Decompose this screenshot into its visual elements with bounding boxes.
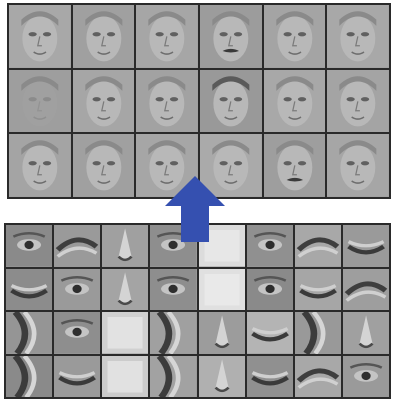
feature-tile <box>247 269 293 311</box>
feature-tile <box>343 356 389 398</box>
face-tile <box>327 134 389 197</box>
feature-brow-image <box>343 269 389 311</box>
feature-tile <box>295 225 341 267</box>
feature-edge-image <box>6 356 52 398</box>
feature-eye-image <box>6 225 52 267</box>
feature-tile <box>150 356 196 398</box>
feature-tile <box>199 312 245 354</box>
face-tile <box>73 70 135 133</box>
face-tile <box>264 70 326 133</box>
feature-tile <box>150 312 196 354</box>
feature-tile <box>54 225 100 267</box>
face-face-image <box>73 5 135 68</box>
feature-tile <box>6 225 52 267</box>
face-grid-cells <box>7 3 391 199</box>
feature-eye-image <box>54 269 100 311</box>
face-face-image <box>264 5 326 68</box>
face-tile <box>136 70 198 133</box>
feature-mouth-image <box>6 269 52 311</box>
feature-brow-image <box>295 225 341 267</box>
feature-grid-cells <box>4 223 391 399</box>
face-tile <box>9 5 71 68</box>
feature-tile <box>295 312 341 354</box>
feature-tile <box>343 269 389 311</box>
feature-tile <box>199 356 245 398</box>
face-tile <box>200 70 262 133</box>
feature-mouth-image <box>247 356 293 398</box>
feature-edge-image <box>295 312 341 354</box>
face-face-image <box>9 5 71 68</box>
feature-blank-image <box>199 269 245 311</box>
face-face-image <box>136 5 198 68</box>
feature-mouth-image <box>247 312 293 354</box>
feature-eye-image <box>343 356 389 398</box>
feature-mouth-image <box>54 356 100 398</box>
feature-tile <box>102 225 148 267</box>
face-face-image <box>9 134 71 197</box>
face-face-image <box>327 134 389 197</box>
face-tile <box>9 134 71 197</box>
feature-tile <box>247 225 293 267</box>
feature-nose-image <box>199 356 245 398</box>
feature-tile <box>54 312 100 354</box>
feature-tile <box>247 312 293 354</box>
feature-tile <box>295 269 341 311</box>
feature-edge-image <box>6 312 52 354</box>
feature-eye-image <box>54 312 100 354</box>
face-tile <box>264 5 326 68</box>
feature-eye-image <box>150 269 196 311</box>
face-tile <box>9 70 71 133</box>
feature-blank-image <box>102 312 148 354</box>
feature-tile <box>150 269 196 311</box>
face-face-image <box>264 70 326 133</box>
feature-tile <box>295 356 341 398</box>
feature-eye-image <box>247 225 293 267</box>
feature-tile <box>6 269 52 311</box>
face-face-image <box>327 5 389 68</box>
feature-tile <box>54 269 100 311</box>
face-tile <box>327 5 389 68</box>
face-face-image <box>327 70 389 133</box>
feature-tile <box>247 356 293 398</box>
face-face-image <box>73 70 135 133</box>
face-face-image <box>136 70 198 133</box>
feature-tile <box>54 356 100 398</box>
feature-mouth-image <box>295 269 341 311</box>
feature-brow-image <box>54 225 100 267</box>
feature-edge-image <box>150 356 196 398</box>
feature-edge-image <box>150 312 196 354</box>
face-face-dark-hair-image <box>200 70 262 133</box>
feature-tile <box>6 312 52 354</box>
feature-tile <box>343 312 389 354</box>
feature-eye-image <box>247 269 293 311</box>
feature-tile <box>102 312 148 354</box>
face-tile <box>73 5 135 68</box>
face-face-mustache-image <box>200 5 262 68</box>
feature-tile <box>199 269 245 311</box>
face-tile <box>327 70 389 133</box>
face-grid <box>7 3 391 199</box>
feature-tile <box>343 225 389 267</box>
face-face-faint-image <box>9 70 71 133</box>
face-tile <box>200 5 262 68</box>
feature-tile <box>6 356 52 398</box>
face-face-mustache-image <box>264 134 326 197</box>
up-arrow-icon <box>165 176 225 242</box>
face-tile <box>136 5 198 68</box>
feature-nose-image <box>343 312 389 354</box>
feature-blank-image <box>102 356 148 398</box>
face-tile <box>264 134 326 197</box>
feature-mouth-image <box>343 225 389 267</box>
feature-tile <box>102 269 148 311</box>
feature-nose-image <box>102 269 148 311</box>
face-face-image <box>73 134 135 197</box>
feature-grid <box>4 223 391 399</box>
feature-tile <box>102 356 148 398</box>
face-tile <box>73 134 135 197</box>
feature-brow-image <box>295 356 341 398</box>
feature-nose-image <box>102 225 148 267</box>
feature-nose-image <box>199 312 245 354</box>
